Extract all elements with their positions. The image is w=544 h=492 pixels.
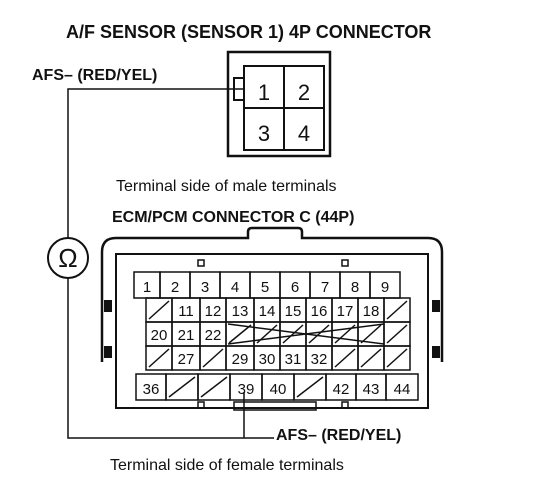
ecm-terminal-label: 40 xyxy=(270,381,287,398)
ecm-blank-cavity-slash xyxy=(386,324,408,344)
ecm-terminal-label: 8 xyxy=(351,279,359,296)
ecm-terminal-label: 14 xyxy=(259,303,276,320)
ecm-terminal-label: 13 xyxy=(232,303,249,320)
ecm-terminal-label: 43 xyxy=(363,381,380,398)
ecm-terminal-label: 5 xyxy=(261,279,269,296)
ecm-terminal-label: 31 xyxy=(285,351,302,368)
sensor-terminal-3: 3 xyxy=(258,121,270,146)
ecm-blank-cavity-slash xyxy=(334,348,356,368)
ohm-symbol: Ω xyxy=(58,243,77,273)
ecm-blank-cavity-slash xyxy=(228,324,252,344)
ecm-terminal-label: 39 xyxy=(238,381,255,398)
ohmmeter-icon xyxy=(47,237,89,279)
ecm-blank-cavity-slash xyxy=(202,348,224,368)
ecm-terminal-label: 30 xyxy=(259,351,276,368)
ecm-terminal-label: 7 xyxy=(321,279,329,296)
ecm-blank-cavity-slash xyxy=(296,376,324,398)
ecm-unused-cavity xyxy=(383,345,411,371)
ecm-terminal-label: 3 xyxy=(201,279,209,296)
sensor-terminal-1: 1 xyxy=(258,80,270,105)
ecm-blank-cavity-slash xyxy=(200,376,228,398)
ecm-blank-cavity-slash xyxy=(148,348,170,368)
ecm-blank-cavity-slash xyxy=(386,300,408,320)
ecm-blank-cavity-slash xyxy=(168,376,196,398)
ecm-blank-cavity-slash xyxy=(386,348,408,368)
ecm-terminal-label: 4 xyxy=(231,279,239,296)
sensor-wire-label: AFS– (RED/YEL) xyxy=(32,67,157,84)
ecm-terminal-label: 18 xyxy=(363,303,380,320)
ecm-terminal-label: 42 xyxy=(333,381,350,398)
ecm-terminal-label: 29 xyxy=(232,351,249,368)
ecm-terminal-label: 16 xyxy=(311,303,328,320)
ecm-terminal-label: 36 xyxy=(143,381,160,398)
ecm-blank-cavity-slash xyxy=(360,348,382,368)
ecm-connector-title: ECM/PCM CONNECTOR C (44P) xyxy=(112,209,354,226)
ecm-terminal-label: 12 xyxy=(205,303,222,320)
ecm-blank-block-cross xyxy=(227,323,385,345)
ecm-caption: Terminal side of female terminals xyxy=(110,457,344,474)
ecm-terminal-label: 20 xyxy=(151,327,168,344)
ecm-terminal-label: 11 xyxy=(178,303,194,320)
ecm-blank-cavity-slash xyxy=(308,324,330,344)
ecm-terminal-label: 2 xyxy=(171,279,179,296)
ecm-terminal-label: 32 xyxy=(311,351,328,368)
sensor-connector-title: A/F SENSOR (SENSOR 1) 4P CONNECTOR xyxy=(66,22,431,42)
ecm-terminal-label: 9 xyxy=(381,279,389,296)
sensor-caption: Terminal side of male terminals xyxy=(116,178,337,195)
ecm-blank-cavity-slash xyxy=(360,324,382,344)
ecm-terminal-label: 44 xyxy=(394,381,411,398)
ecm-wire-label: AFS– (RED/YEL) xyxy=(276,427,401,444)
ecm-blank-cavity-slash xyxy=(148,300,170,320)
sensor-terminal-2: 2 xyxy=(298,80,310,105)
ecm-terminal-label: 21 xyxy=(178,327,195,344)
ecm-terminal-label: 1 xyxy=(143,279,151,296)
ecm-blank-cavity-slash xyxy=(282,324,304,344)
ecm-terminal-label: 15 xyxy=(285,303,302,320)
ecm-terminal-label: 17 xyxy=(337,303,354,320)
ecm-terminal-label: 22 xyxy=(205,327,222,344)
sensor-terminal-4: 4 xyxy=(298,121,310,146)
sensor-4p-connector: 1 2 3 4 xyxy=(226,50,332,158)
ecm-terminal-label: 27 xyxy=(178,351,195,368)
ecm-terminal-label: 6 xyxy=(291,279,299,296)
ecm-terminal-44 xyxy=(385,373,419,401)
